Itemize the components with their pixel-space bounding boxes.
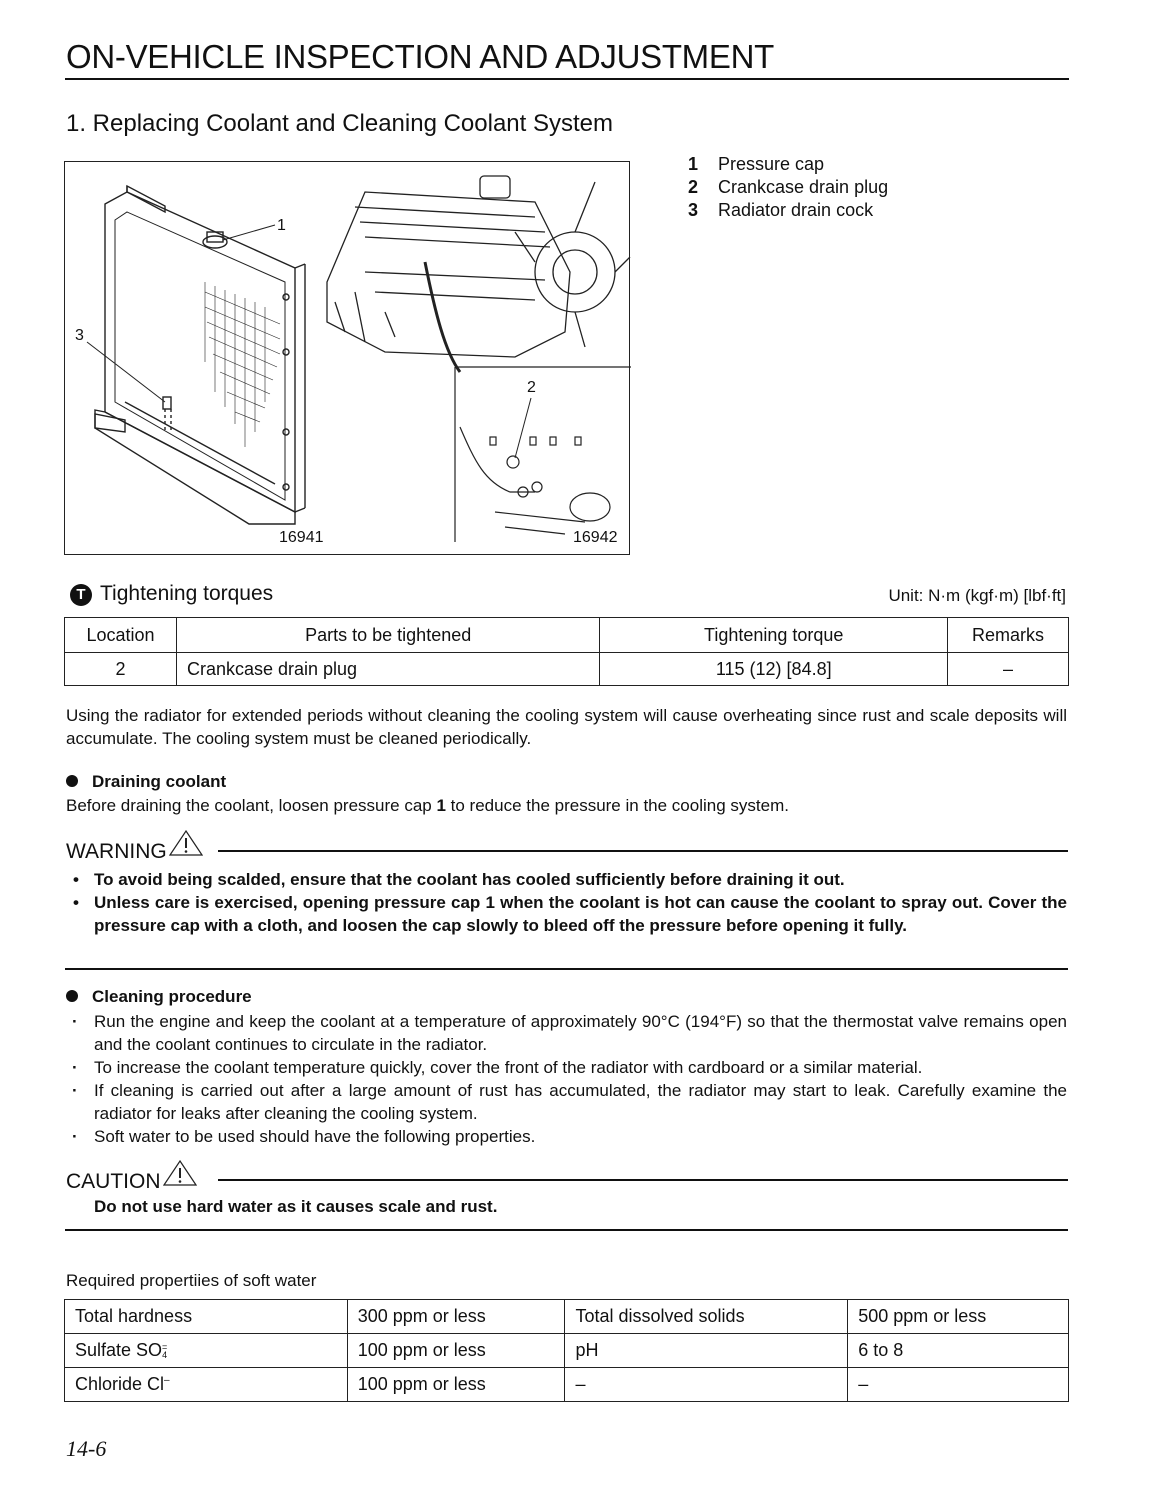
callout-leaders — [86, 224, 532, 459]
page-title: ON-VEHICLE INSPECTION AND ADJUSTMENT — [66, 38, 774, 75]
engine-drawing — [326, 175, 631, 373]
page-number: 14-6 — [66, 1436, 107, 1461]
table-row: 2 Crankcase drain plug 115 (12) [84.8] – — [64, 652, 1069, 686]
warning-triangle-icon — [168, 829, 203, 862]
title-rule — [65, 78, 1069, 80]
torque-icon: T — [70, 584, 92, 606]
soft-water-caption: Required propertiies of soft water — [66, 1271, 317, 1290]
intro-paragraph: Using the radiator for extended periods … — [66, 706, 1067, 748]
table-header-row: Location Parts to be tightened Tightenin… — [64, 617, 1069, 653]
figure-id-left: 16941 — [279, 529, 324, 546]
callout-3: 3 — [75, 327, 84, 344]
col-torque: Tightening torque — [599, 617, 949, 653]
table-row: Chloride Cl– 100 ppm or less – – — [64, 1367, 1069, 1402]
list-item: Soft water to be used should have the fo… — [66, 1125, 1067, 1148]
col-remarks: Remarks — [947, 617, 1069, 653]
col-parts: Parts to be tightened — [175, 617, 601, 653]
caution-heading: CAUTION — [66, 1159, 197, 1194]
table-row: Total hardness 300 ppm or less Total dis… — [64, 1299, 1069, 1334]
bullet-dot-icon — [66, 990, 78, 1002]
figure-id-right: 16942 — [573, 529, 618, 546]
warning-list: To avoid being scalded, ensure that the … — [66, 868, 1067, 937]
caution-rule — [218, 1179, 1068, 1181]
radiator-drawing — [94, 184, 306, 525]
warning-heading: WARNING — [66, 829, 203, 864]
callout-1: 1 — [277, 217, 286, 234]
warning-bottom-rule — [65, 968, 1068, 970]
callout-2: 2 — [527, 379, 536, 396]
cleaning-list: Run the engine and keep the coolant at a… — [66, 1010, 1067, 1148]
figure-illustration: 1 2 3 16941 16942 — [75, 175, 631, 546]
sulfate-charge: =4 — [162, 1342, 168, 1360]
col-location: Location — [64, 617, 177, 653]
caution-text: Do not use hard water as it causes scale… — [94, 1197, 498, 1216]
draining-text: Before draining the coolant, loosen pres… — [66, 796, 789, 815]
caution-bottom-rule — [65, 1229, 1068, 1231]
unit-label: Unit: N·m (kgf·m) [lbf·ft] — [888, 586, 1066, 605]
warning-rule — [218, 850, 1068, 852]
section-title: 1. Replacing Coolant and Cleaning Coolan… — [66, 110, 613, 137]
caution-triangle-icon — [162, 1159, 197, 1192]
figure-radiator-engine: 1 2 3 16941 16942 — [64, 161, 631, 555]
list-item: If cleaning is carried out after a large… — [66, 1079, 1067, 1125]
draining-heading: Draining coolant — [66, 772, 226, 792]
list-item: Unless care is exercised, opening pressu… — [66, 891, 1067, 937]
list-item: To increase the coolant temperature quic… — [66, 1056, 1067, 1079]
detail-inset — [454, 366, 631, 542]
list-item: To avoid being scalded, ensure that the … — [66, 868, 1067, 891]
cleaning-heading: Cleaning procedure — [66, 987, 252, 1007]
table-row: Sulfate SO=4 100 ppm or less pH 6 to 8 — [64, 1333, 1069, 1368]
list-item: Run the engine and keep the coolant at a… — [66, 1010, 1067, 1056]
bullet-dot-icon — [66, 775, 78, 787]
torque-table: Location Parts to be tightened Tightenin… — [64, 617, 1069, 686]
soft-water-table: Total hardness 300 ppm or less Total dis… — [64, 1299, 1069, 1402]
